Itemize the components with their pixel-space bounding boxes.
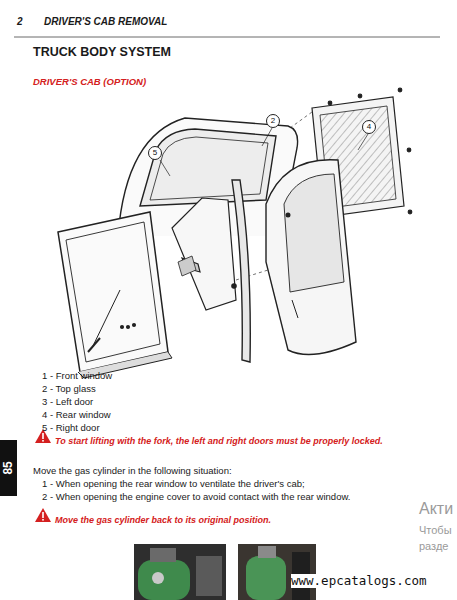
watermark: www.epcatalogs.com (291, 574, 426, 588)
page-tab-number: 85 (2, 461, 16, 474)
warning-icon (35, 508, 51, 522)
header-rule (14, 37, 440, 38)
running-header: DRIVER'S CAB REMOVAL (44, 16, 167, 28)
callout-number: 2 (271, 117, 275, 125)
callout-circle: 5 (148, 146, 162, 160)
side-tab (0, 440, 17, 496)
photo (134, 544, 226, 600)
callout-number: 4 (367, 123, 371, 131)
warning-note: Move the gas cylinder back to its origin… (55, 515, 271, 525)
watermark: Чтобы (419, 524, 452, 537)
right-door (266, 160, 356, 355)
callout-circle: 4 (362, 120, 376, 134)
body-text: Move the gas cylinder in the following s… (33, 466, 232, 477)
part-legend-item: 5 - Right door (42, 423, 100, 434)
section-title: TRUCK BODY SYSTEM (33, 45, 171, 59)
warning-note: To start lifting with the fork, the left… (55, 436, 383, 446)
watermark: разде (419, 540, 448, 553)
photo (238, 544, 316, 600)
subsection-title: DRIVER'S CAB (OPTION) (33, 77, 146, 88)
list-item: 2 - When opening the engine cover to avo… (42, 492, 350, 503)
part-legend-item: 4 - Rear window (42, 410, 111, 421)
part-legend-item: 3 - Left door (42, 397, 93, 408)
watermark: Акти (419, 500, 453, 518)
left-door (172, 198, 236, 310)
callout-number: 5 (153, 149, 157, 157)
part-legend-item: 2 - Top glass (42, 384, 96, 395)
list-item: 1 - When opening the rear window to vent… (42, 479, 305, 490)
callout-circle: 2 (266, 114, 280, 128)
part-legend-item: 1 - Front window (42, 371, 112, 382)
page-number: 2 (17, 16, 23, 28)
leader-line (160, 128, 368, 176)
front-window (58, 212, 196, 378)
